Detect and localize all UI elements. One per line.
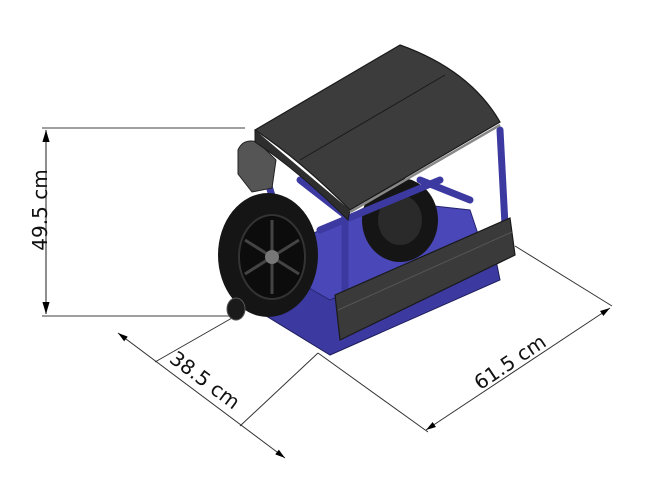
cart-illustration	[218, 44, 516, 356]
top-cover	[253, 44, 501, 211]
height-dimension	[42, 127, 245, 317]
height-label: 49.5 cm	[28, 169, 52, 251]
caster-wheel	[226, 297, 246, 321]
width-dimension	[317, 245, 613, 433]
depth-dimension	[117, 317, 319, 459]
side-bracket	[237, 140, 277, 193]
front-panel	[334, 217, 516, 341]
